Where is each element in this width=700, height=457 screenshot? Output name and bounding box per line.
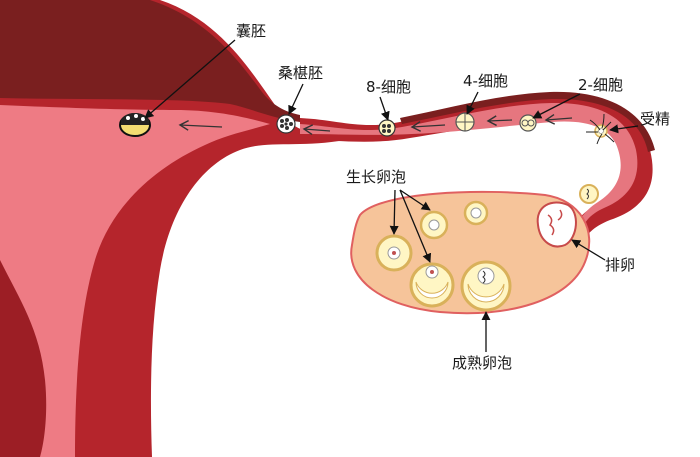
follicle-medium — [375, 234, 413, 272]
follicle-small-1 — [463, 200, 489, 226]
label-ovulation: 排卵 — [605, 256, 636, 274]
sperm-cluster — [586, 113, 615, 145]
ruptured-follicle — [536, 201, 577, 248]
uterine-cavity — [0, 105, 270, 457]
follicle-small-2 — [419, 210, 449, 240]
released-egg — [579, 184, 599, 204]
blastocyst — [119, 112, 151, 137]
label-mature-follicle: 成熟卵泡 — [452, 354, 513, 372]
two-cell-embryo — [519, 114, 537, 132]
morula — [276, 114, 296, 134]
tube-rim — [400, 91, 655, 152]
label-2-cell: 2-细胞 — [578, 76, 623, 94]
label-4-cell: 4-细胞 — [463, 72, 508, 90]
migration-arrows — [178, 113, 573, 136]
cervix — [0, 260, 47, 457]
label-fertilization: 受精 — [640, 110, 671, 128]
endometrium-dark — [0, 0, 300, 122]
label-morula: 桑椹胚 — [278, 64, 324, 82]
label-arrows — [144, 39, 639, 352]
label-growing-follicle: 生长卵泡 — [346, 168, 407, 186]
label-8-cell: 8-细胞 — [366, 78, 411, 96]
label-blastocyst: 囊胚 — [236, 22, 267, 40]
four-cell-embryo — [455, 112, 475, 132]
mature-follicle — [460, 260, 512, 312]
eight-cell-embryo — [378, 119, 396, 137]
follicle-antral — [409, 262, 455, 308]
